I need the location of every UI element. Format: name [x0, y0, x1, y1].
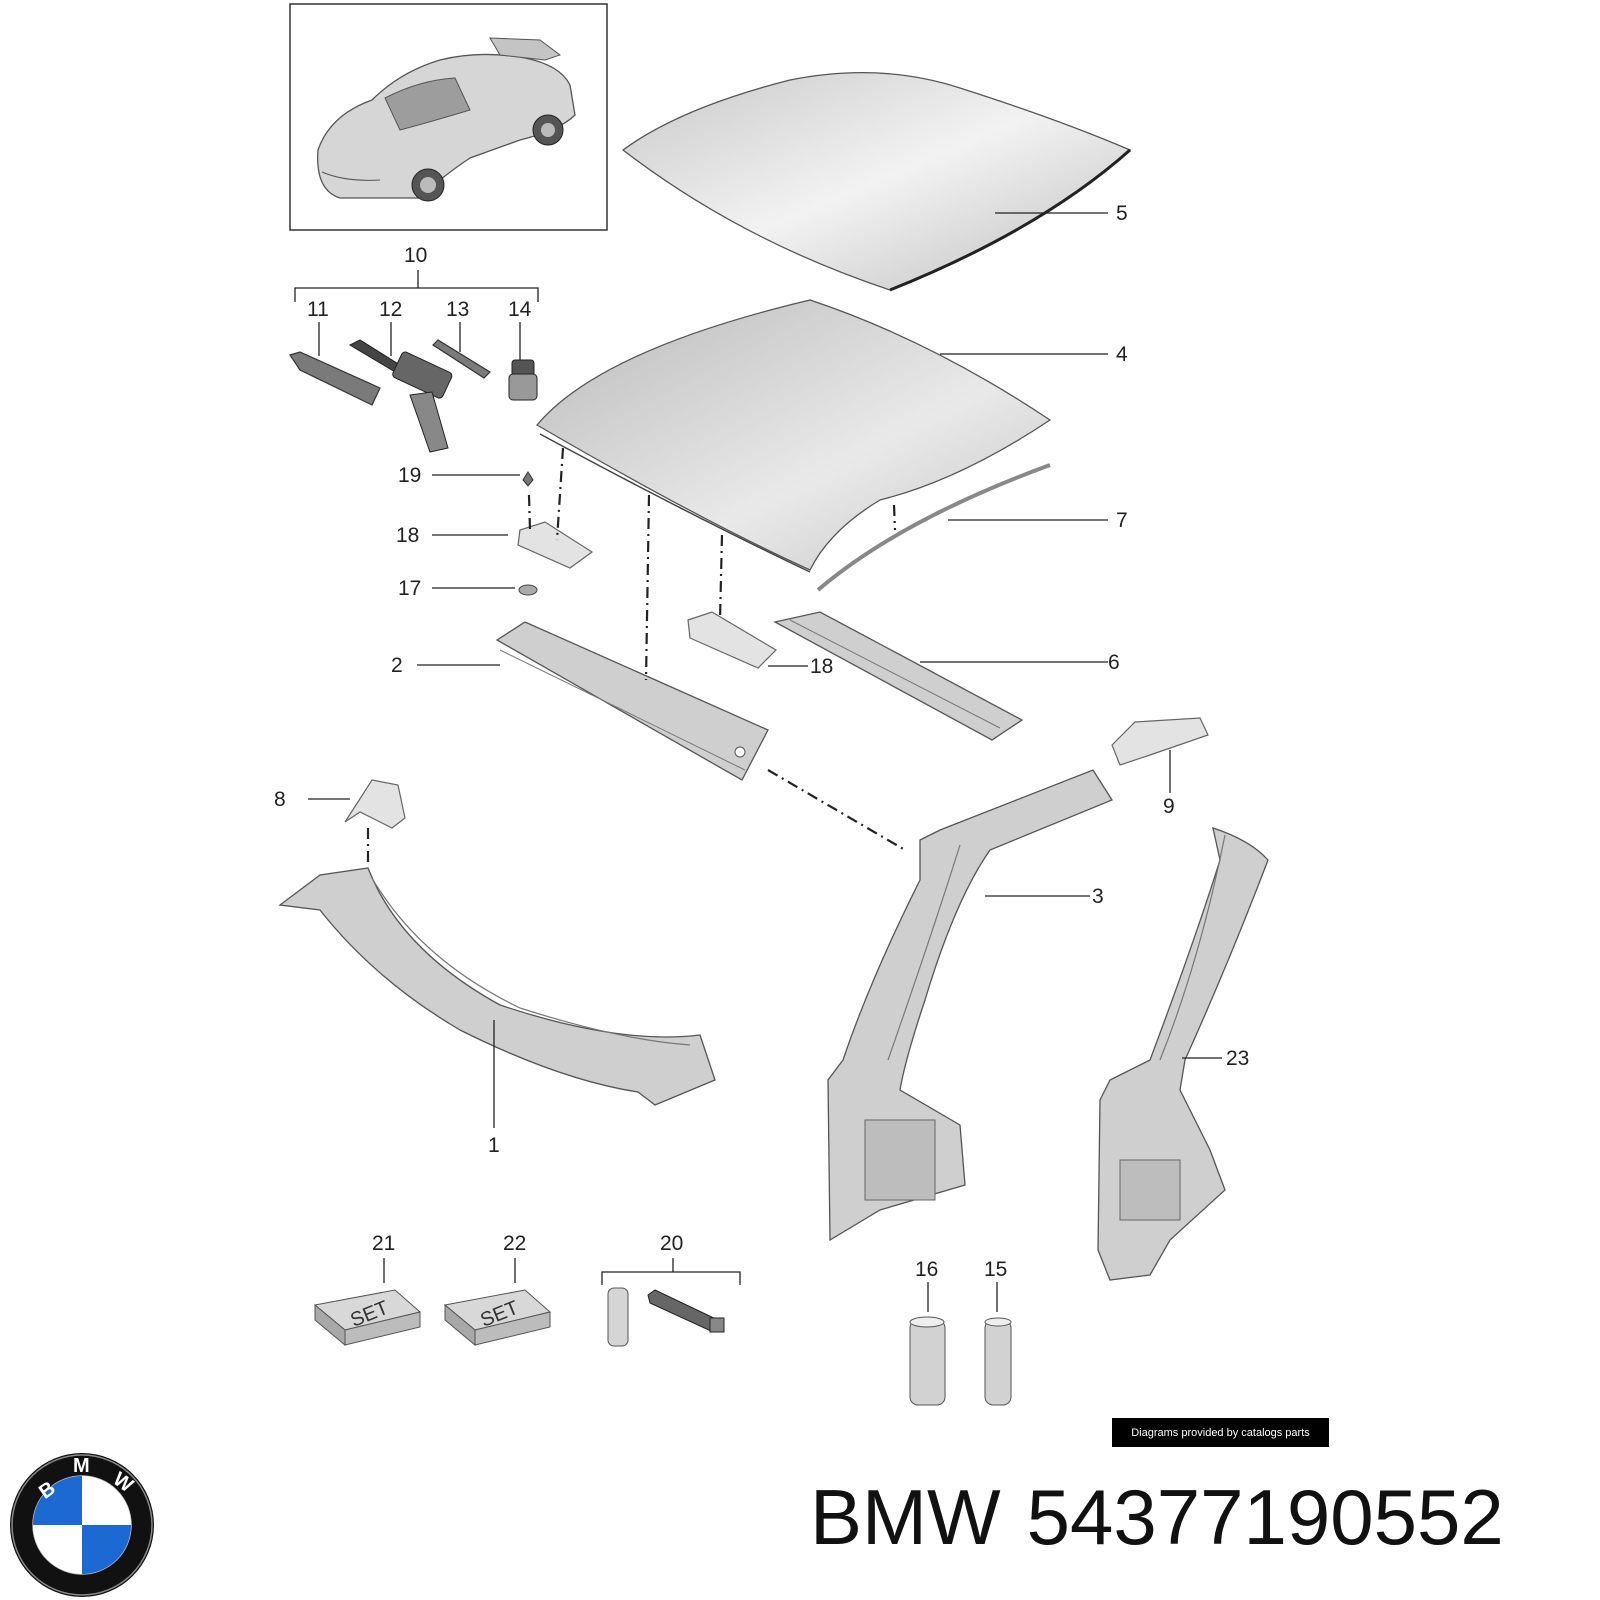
callout-18b: 18: [810, 655, 833, 678]
callout-3: 3: [1092, 885, 1104, 908]
callout-10: 10: [404, 244, 427, 267]
vehicle-overview-inset: [289, 3, 608, 231]
callout-7: 7: [1116, 509, 1128, 532]
brand-name: BMW: [810, 1472, 1001, 1561]
part-21-kit-box: SET: [313, 1289, 422, 1347]
part-18-bracket-a: [517, 521, 594, 569]
callout-1: 1: [488, 1134, 500, 1157]
part-22-kit-box: SET: [443, 1289, 552, 1347]
part-15-cylinder: [984, 1317, 1012, 1406]
callout-13: 13: [446, 298, 469, 321]
car-illustration: [317, 37, 576, 202]
part-9-bracket: [1111, 717, 1209, 766]
callout-23: 23: [1226, 1047, 1249, 1070]
part-13-nozzle: [432, 339, 491, 379]
callout-20: 20: [660, 1232, 683, 1255]
part-title: BMW 54377190552: [810, 1452, 1590, 1582]
callout-17: 17: [398, 577, 421, 600]
part-12-applicator-gun: [348, 339, 453, 453]
callout-14: 14: [508, 298, 532, 321]
callout-16: 16: [915, 1258, 938, 1281]
part-14-bottle: [508, 359, 538, 401]
callout-11: 11: [307, 298, 329, 321]
part-19-screw: [522, 471, 534, 487]
part-6-rear-crossmember: [773, 611, 1024, 741]
assembly-lines: [366, 447, 906, 865]
part-11-adhesive-tube: [289, 351, 381, 406]
part-20-cartridge-set: [607, 1287, 725, 1347]
callout-19: 19: [398, 464, 421, 487]
callout-12: 12: [379, 298, 402, 321]
callout-9: 9: [1163, 795, 1175, 818]
part-3-a-pillar: [827, 769, 1113, 1242]
callout-21: 21: [372, 1232, 395, 1255]
logo-letter-m: M: [73, 1455, 90, 1477]
part-18-bracket-b: [687, 611, 777, 669]
diagram-credit-badge: Diagrams provided by catalogs parts: [1112, 1418, 1329, 1447]
part-4-roof-panel: [536, 299, 1052, 573]
part-23-b-pillar: [1097, 827, 1269, 1281]
callout-18a: 18: [396, 524, 419, 547]
bmw-logo: B M W: [10, 1453, 154, 1597]
callout-8: 8: [274, 788, 286, 811]
callout-2: 2: [391, 654, 403, 677]
part-16-cylinder: [909, 1316, 946, 1406]
callout-numbers: 5 4 7 6 10 11 12 13 14 19 18 17 2 18 8 9…: [274, 202, 1249, 1281]
callout-22: 22: [503, 1232, 526, 1255]
part-1-windscreen-frame: [278, 867, 716, 1106]
callout-4: 4: [1116, 343, 1128, 366]
leader-lines: [294, 212, 1222, 1312]
callout-6: 6: [1108, 651, 1120, 674]
callout-5: 5: [1116, 202, 1128, 225]
part-number: 54377190552: [1026, 1472, 1504, 1561]
part-7-seal-strip: [816, 463, 1051, 592]
callout-15: 15: [984, 1258, 1007, 1281]
part-17-washer: [518, 584, 538, 596]
part-8-bracket: [344, 779, 406, 829]
part-5-roof-skin: [621, 72, 1132, 292]
part-2-front-crossmember: [495, 621, 769, 781]
